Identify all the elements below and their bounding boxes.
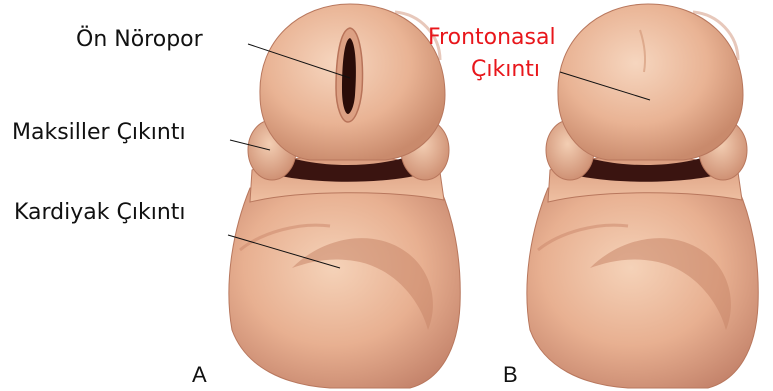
head-b	[558, 4, 743, 160]
panel-label-a: A	[192, 362, 207, 388]
label-cardiac-prominence: Kardiyak Çıkıntı	[14, 200, 186, 226]
label-frontonasal-line2: Çıkıntı	[471, 57, 540, 83]
embryo-a	[228, 4, 460, 388]
label-frontonasal-line1: Frontonasal	[428, 25, 556, 51]
embryo-b	[527, 4, 758, 388]
label-anterior-neuropore: Ön Nöropor	[76, 27, 203, 53]
label-maxillary-prominence: Maksiller Çıkıntı	[12, 120, 186, 146]
panel-label-b: B	[503, 362, 518, 388]
